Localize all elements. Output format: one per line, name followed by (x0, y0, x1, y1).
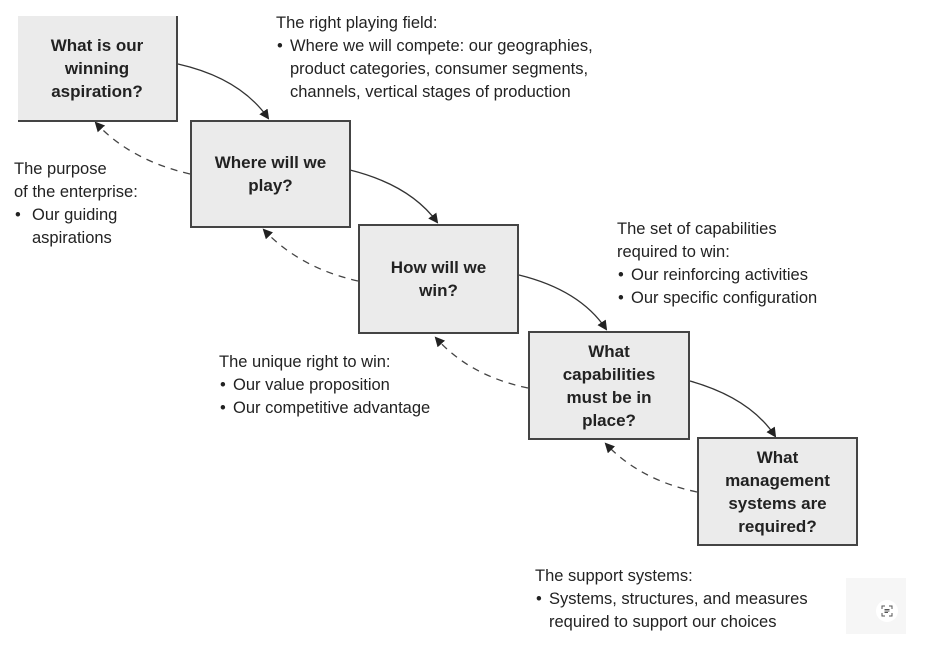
box-line: What (588, 341, 630, 361)
note-text: channels, vertical stages of production (290, 83, 571, 101)
box-line: management (725, 470, 830, 490)
box-line: win? (419, 281, 458, 300)
arrow-aspiration-to-where (177, 63, 270, 120)
box-line: winning (64, 58, 130, 78)
note-text: aspirations (32, 229, 112, 247)
note-title: The purpose (14, 160, 107, 178)
box-line: What (756, 447, 799, 467)
box-where-will-we-play: Where will we play? (190, 120, 351, 228)
note-bullet: Systems, structures, and measures (535, 588, 808, 611)
note-title: required to win: (617, 243, 730, 261)
note-capabilities-set: The set of capabilities required to win:… (617, 218, 817, 310)
note-right-to-win: The unique right to win: Our value propo… (219, 351, 430, 420)
note-playing-field: The right playing field: Where we will c… (276, 12, 593, 104)
dashed-arrow-where-to-aspiration (94, 121, 191, 175)
dashed-arrow-how-to-where (262, 228, 359, 282)
box-management-systems: What management systems are required? (697, 437, 858, 546)
box-capabilities: What capabilities must be in place? (528, 331, 690, 440)
note-bullet: Our reinforcing activities (617, 264, 817, 287)
note-bullet: Our value proposition (219, 374, 430, 397)
note-title: of the enterprise: (14, 183, 138, 201)
note-title: The support systems: (535, 567, 693, 585)
box-line: capabilities (562, 364, 656, 384)
box-line: Where will we (214, 153, 327, 172)
arrow-capabilities-to-management (689, 380, 777, 438)
scan-text-icon (881, 605, 893, 617)
box-line: aspiration? (51, 81, 143, 101)
note-bullet: Our guiding (14, 204, 138, 227)
note-text: product categories, consumer segments, (290, 60, 589, 78)
note-bullet: Where we will compete: our geographies, (276, 35, 593, 58)
note-support-systems: The support systems: Systems, structures… (535, 565, 808, 634)
box-line: How will we (390, 258, 487, 277)
box-line: must be in (566, 387, 652, 407)
box-line: place? (582, 410, 636, 430)
dashed-arrow-management-to-capabilities (604, 442, 698, 493)
dashed-arrow-capabilities-to-how (434, 336, 529, 389)
note-title: The right playing field: (276, 14, 438, 32)
scan-text-button[interactable] (876, 600, 898, 622)
box-how-will-we-win: How will we win? (358, 224, 519, 334)
box-line: play? (248, 176, 293, 195)
note-text: required to support our choices (549, 613, 777, 631)
box-winning-aspiration: What is our winning aspiration? (18, 16, 178, 122)
box-line: systems are (728, 493, 827, 513)
box-line: required? (738, 516, 817, 536)
arrow-how-to-capabilities (518, 274, 608, 331)
note-purpose: The purpose of the enterprise: Our guidi… (14, 158, 138, 250)
note-title: The unique right to win: (219, 353, 391, 371)
arrow-where-to-how (349, 169, 439, 224)
note-bullet: Our specific configuration (617, 287, 817, 310)
box-line: What is our (50, 35, 144, 55)
note-bullet: Our competitive advantage (219, 397, 430, 420)
note-title: The set of capabilities (617, 220, 777, 238)
